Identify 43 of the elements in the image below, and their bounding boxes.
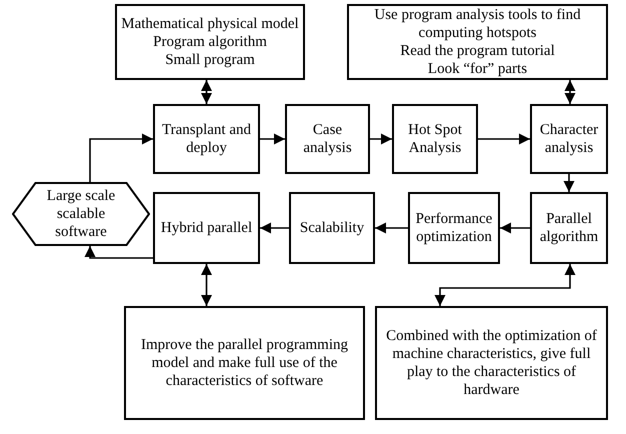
node-text: Transplant and deploy — [160, 121, 252, 157]
process-box — [289, 192, 375, 264]
node-text: Large scale scalable software — [46, 187, 116, 241]
node-text: Combined with the optimization of machine characteristics, give full play to the characteristics of hardware — [385, 327, 598, 399]
node-text: Mathematical physical model — [121, 15, 299, 33]
process-box — [153, 104, 260, 174]
node-text: Scalability — [300, 219, 364, 237]
arrow — [375, 222, 408, 234]
arrow — [260, 222, 289, 234]
node-text: Read the program tutorial — [400, 42, 555, 60]
arrow — [200, 264, 212, 306]
node-text: Character analysis — [538, 121, 600, 157]
node-text: Small program — [165, 51, 255, 69]
arrow — [563, 174, 575, 192]
node-text: Hot Spot Analysis — [407, 121, 463, 157]
arrow — [200, 80, 212, 104]
process-box — [153, 192, 260, 264]
node-text: Parallel algorithm — [538, 210, 600, 246]
process-box — [530, 104, 608, 174]
arrow — [478, 133, 530, 145]
process-box — [285, 104, 370, 174]
arrow — [260, 133, 285, 145]
hexagon-node — [12, 182, 150, 246]
arrow — [89, 133, 153, 182]
process-box — [375, 306, 608, 420]
arrow — [564, 80, 576, 104]
process-box — [124, 306, 365, 420]
node-text: Program algorithm — [153, 33, 267, 51]
process-box — [530, 192, 608, 264]
node-text: Look “for” parts — [428, 60, 528, 78]
arrow — [370, 133, 392, 145]
process-box — [408, 192, 500, 264]
process-box — [392, 104, 478, 174]
process-box — [347, 4, 608, 80]
process-box — [115, 4, 305, 80]
node-text: Hybrid parallel — [160, 219, 252, 237]
node-text: Performance optimization — [414, 210, 494, 246]
arrow — [84, 246, 153, 259]
node-text: Improve the parallel programming model and make full use of the characteristics of software — [140, 336, 349, 390]
arrow — [500, 222, 530, 234]
node-text: Case analysis — [302, 121, 353, 157]
arrow — [434, 264, 576, 306]
node-text: Use program analysis tools to find computing hotspots — [373, 6, 582, 42]
